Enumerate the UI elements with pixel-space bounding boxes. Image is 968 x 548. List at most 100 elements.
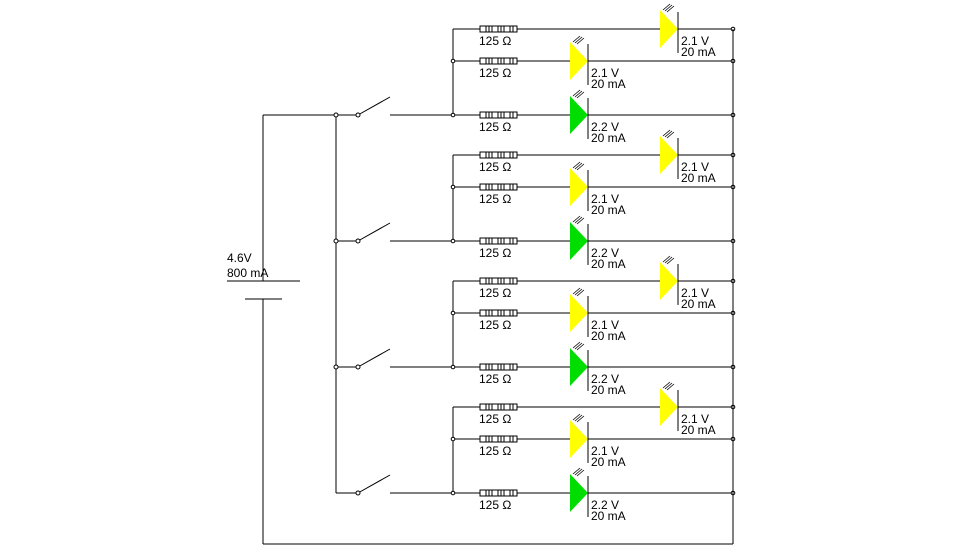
led-voltage-label: 2.2 V xyxy=(591,246,619,260)
led-ray xyxy=(574,468,583,476)
switch-contact xyxy=(355,112,361,118)
led-ray xyxy=(572,35,581,43)
led-ray xyxy=(572,161,581,169)
junction-node xyxy=(333,238,339,244)
led-current-label: 20 mA xyxy=(591,257,626,271)
switch-contact xyxy=(355,238,361,244)
resistor: 125 Ω xyxy=(479,403,518,426)
resistor-label: 125 Ω xyxy=(479,372,511,386)
led-ray xyxy=(576,343,585,351)
led-yellow: 2.1 V20 mA xyxy=(660,129,716,185)
switch-1[interactable] xyxy=(333,96,453,118)
led-ray xyxy=(662,129,671,137)
resistor-label: 125 Ω xyxy=(479,160,511,174)
led-ray xyxy=(662,3,671,11)
led-ray xyxy=(666,5,675,13)
resistor: 125 Ω xyxy=(479,57,518,80)
led-voltage-label: 2.1 V xyxy=(681,286,709,300)
switch-blade[interactable] xyxy=(357,96,391,116)
branch: 125 Ω 2.2 V20 mA xyxy=(450,341,736,397)
switch-blade[interactable] xyxy=(357,474,391,494)
led-current-label: 20 mA xyxy=(591,455,626,469)
led-ray xyxy=(572,413,581,421)
switch-contact xyxy=(355,490,361,496)
led-voltage-label: 2.2 V xyxy=(591,498,619,512)
led-voltage-label: 2.2 V xyxy=(591,120,619,134)
led-green: 2.2 V20 mA xyxy=(570,341,626,397)
led-voltage-label: 2.1 V xyxy=(681,412,709,426)
junction-node xyxy=(450,490,456,496)
led-current-label: 20 mA xyxy=(591,77,626,91)
led-current-label: 20 mA xyxy=(681,423,716,437)
switch-2[interactable] xyxy=(333,222,453,244)
led-ray xyxy=(574,288,583,296)
resistor: 125 Ω xyxy=(479,25,518,48)
led-triangle xyxy=(660,262,678,300)
resistor: 125 Ω xyxy=(479,435,518,458)
led-yellow: 2.1 V20 mA xyxy=(660,381,716,437)
led-triangle xyxy=(660,10,678,48)
led-ray xyxy=(574,162,583,170)
resistor: 125 Ω xyxy=(479,111,518,134)
led-ray xyxy=(574,216,583,224)
resistor-label: 125 Ω xyxy=(479,498,511,512)
led-voltage-label: 2.1 V xyxy=(681,160,709,174)
led-current-label: 20 mA xyxy=(591,329,626,343)
resistor-label: 125 Ω xyxy=(479,120,511,134)
junction-node xyxy=(333,364,339,370)
led-ray xyxy=(572,89,581,97)
switch-contact xyxy=(355,364,361,370)
led-ray xyxy=(666,383,675,391)
led-ray xyxy=(576,91,585,99)
resistor: 125 Ω xyxy=(479,489,518,512)
led-current-label: 20 mA xyxy=(591,131,626,145)
led-triangle xyxy=(660,136,678,174)
switch-blade[interactable] xyxy=(357,348,391,368)
branch: 125 Ω 2.1 V20 mA xyxy=(453,381,736,437)
junction-node xyxy=(450,364,456,370)
junction-node xyxy=(333,112,339,118)
branch: 125 Ω 2.2 V20 mA xyxy=(450,89,736,145)
led-ray xyxy=(576,415,585,423)
led-ray xyxy=(574,90,583,98)
led-ray xyxy=(664,4,673,12)
led-voltage-label: 2.1 V xyxy=(591,444,619,458)
resistor-label: 125 Ω xyxy=(479,192,511,206)
junction-node xyxy=(450,184,456,190)
switch-3[interactable] xyxy=(333,348,453,370)
led-ray xyxy=(576,37,585,45)
led-current-label: 20 mA xyxy=(681,45,716,59)
led-ray xyxy=(572,341,581,349)
led-triangle xyxy=(570,96,588,134)
led-green: 2.2 V20 mA xyxy=(570,89,626,145)
resistor-label: 125 Ω xyxy=(479,34,511,48)
switch-blade[interactable] xyxy=(357,222,391,242)
resistor-label: 125 Ω xyxy=(479,444,511,458)
resistor: 125 Ω xyxy=(479,363,518,386)
led-ray xyxy=(662,255,671,263)
junction-node xyxy=(450,436,456,442)
led-ray xyxy=(662,381,671,389)
led-yellow: 2.1 V20 mA xyxy=(570,413,626,469)
resistor-label: 125 Ω xyxy=(479,246,511,260)
junction-node xyxy=(450,238,456,244)
branch: 125 Ω 2.1 V 20 mA xyxy=(453,255,736,311)
battery-current-label: 800 mA xyxy=(227,266,268,280)
led-ray xyxy=(664,130,673,138)
led-ray xyxy=(576,163,585,171)
resistor: 125 Ω xyxy=(479,277,518,300)
led-ray xyxy=(576,469,585,477)
branch: 125 Ω 2.2 V20 mA xyxy=(450,215,736,271)
switch-4[interactable] xyxy=(336,474,453,496)
led-ray xyxy=(576,289,585,297)
led-current-label: 20 mA xyxy=(591,509,626,523)
led-voltage-label: 2.2 V xyxy=(591,372,619,386)
